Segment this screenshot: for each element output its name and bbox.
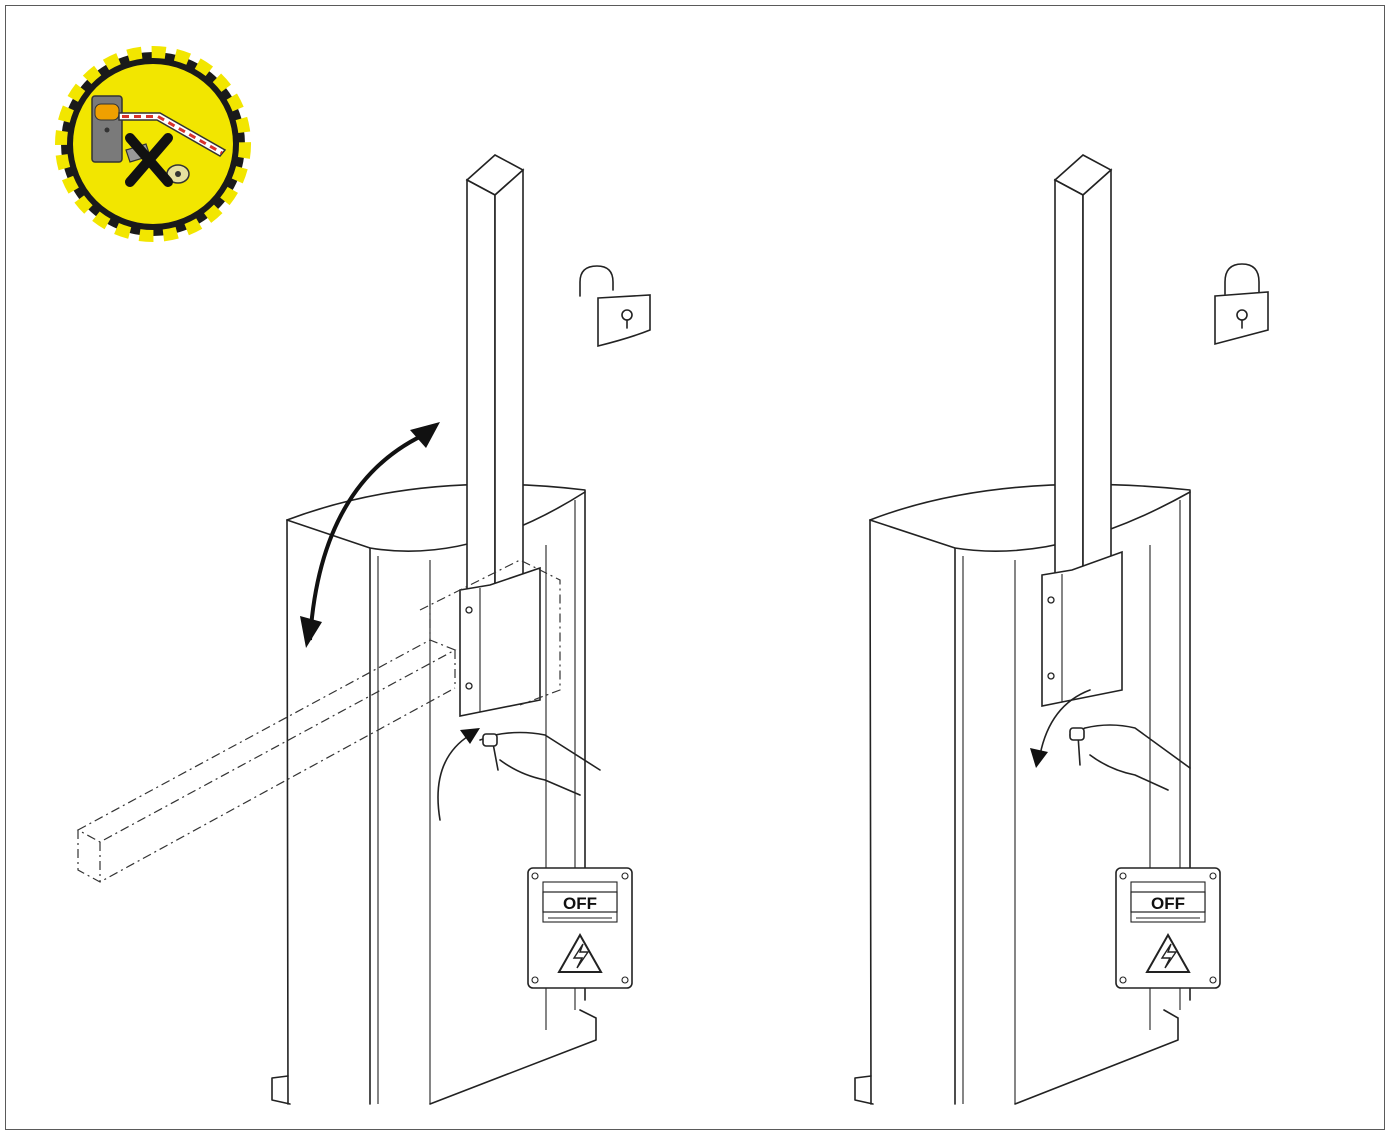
locked-padlock-icon [1214,263,1269,346]
turn-arrow-right [1039,689,1091,756]
switch-box-left: OFF [527,867,633,989]
mast-right [1053,154,1113,592]
unlocked-padlock-icon [579,265,651,348]
barrier-right: OFF [854,154,1269,1105]
rotation-arrow-icon [300,422,440,648]
warning-badge-icon [55,46,251,242]
hand-icon [1069,724,1191,791]
cabinet-right [854,483,1191,1105]
key-icon [482,733,498,747]
mast-left [465,154,525,602]
switch-box-right: OFF [1115,867,1221,989]
clamp-right [1041,550,1123,707]
switch-label-left: OFF [563,894,597,913]
turn-arrow-left [437,734,471,821]
lightning-hazard-icon [1145,932,1191,973]
switch-label-right: OFF [1151,894,1185,913]
hand-icon [479,731,601,796]
barrier-left: OFF [76,154,651,1105]
key-icon [1069,727,1085,741]
phantom-boom-left [76,559,561,883]
lightning-hazard-icon [557,932,603,973]
clamp-left [459,566,541,717]
